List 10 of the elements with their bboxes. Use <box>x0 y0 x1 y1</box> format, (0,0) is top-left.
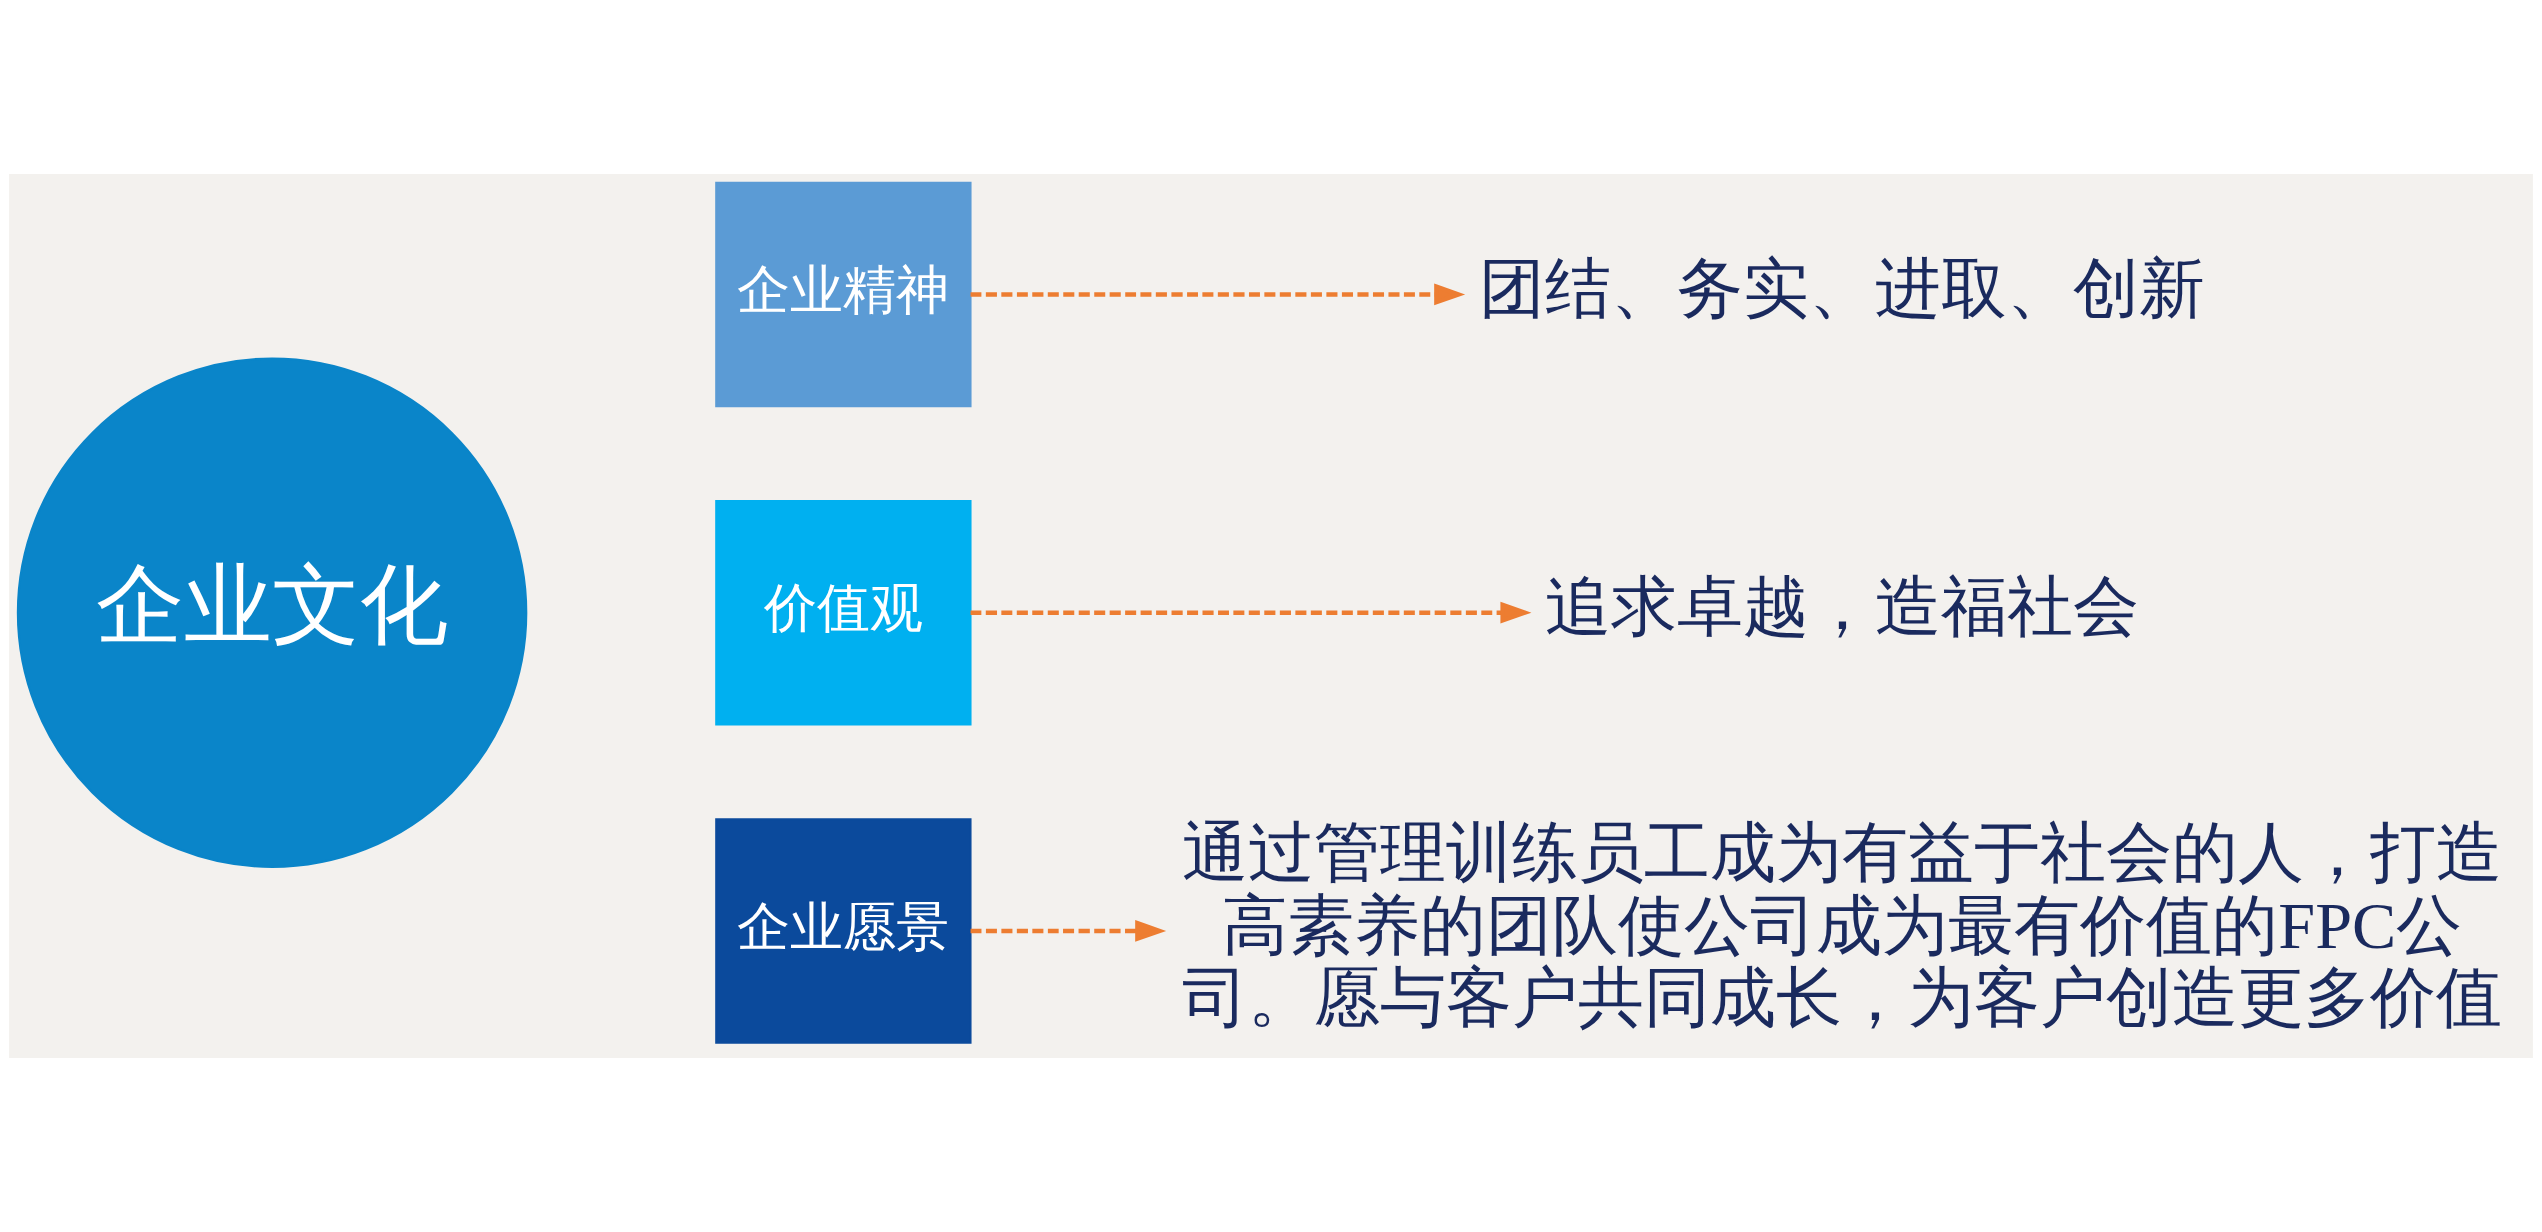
node-text: 团结、务实、进取、创新 <box>1479 252 2206 326</box>
arrow <box>970 283 1466 306</box>
node-box: 价值观 <box>715 499 972 726</box>
arrow <box>970 601 1532 624</box>
node-box: 企业精神 <box>715 181 972 408</box>
node-text: 通过管理训练员工成为有益于社会的人，打造高素养的团队使公司成为最有价值的FPC公司。愿与客户共同成长，为客户创造更多价值 <box>1182 815 2503 1035</box>
arrow <box>970 920 1167 942</box>
node-text: 追求卓越，造福社会 <box>1545 570 2140 644</box>
node-box: 企业愿景 <box>715 818 972 1044</box>
node-circle: 企业文化 <box>16 357 528 868</box>
